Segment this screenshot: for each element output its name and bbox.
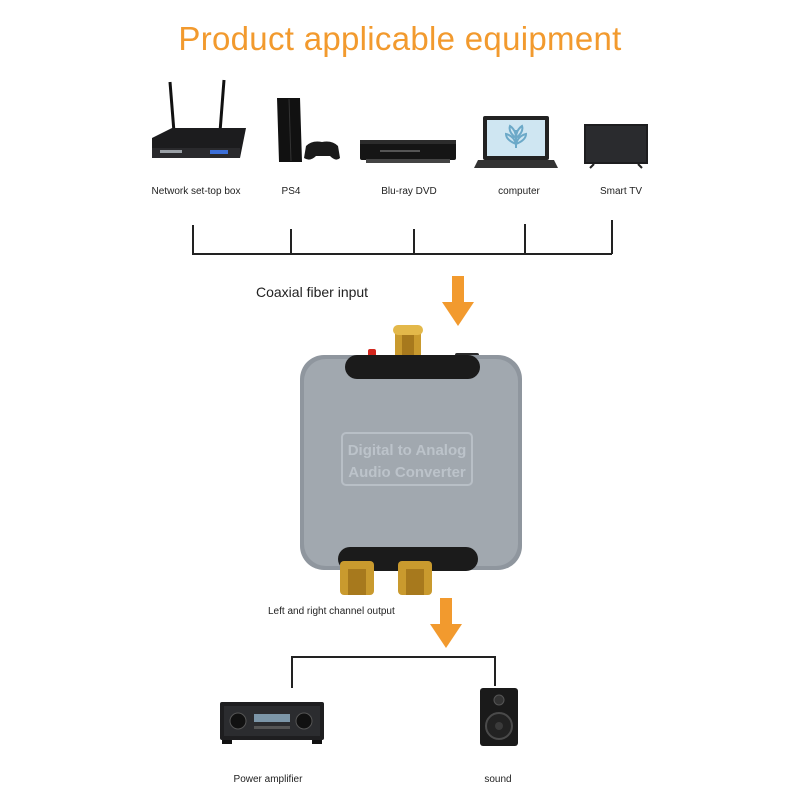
power-amplifier-icon	[220, 702, 324, 744]
input-label-smart-tv: Smart TV	[599, 186, 643, 197]
output-connector-line	[291, 656, 495, 658]
laptop-icon	[474, 116, 558, 168]
output-label-sound: sound	[484, 774, 512, 785]
input-connector-tick	[290, 229, 292, 254]
ps4-console-icon	[277, 98, 340, 162]
down-arrow-icon	[442, 276, 474, 326]
page-title: Product applicable equipment	[178, 20, 622, 57]
down-arrow-icon	[430, 598, 462, 648]
device-line2: Audio Converter	[348, 464, 466, 481]
bluray-player-icon	[360, 140, 456, 163]
speaker-icon	[480, 688, 518, 746]
output-connector-tick	[494, 656, 496, 686]
input-label-ps4: PS4	[281, 186, 301, 197]
output-devices	[220, 688, 518, 746]
input-label: Coaxial fiber input	[256, 284, 369, 300]
input-label-set-top-box: Network set-top box	[151, 186, 241, 197]
input-connector-tick	[611, 220, 613, 254]
input-connector-tick	[524, 224, 526, 254]
device-line1: Digital to Analog	[348, 442, 467, 459]
output-connector-tick	[291, 656, 293, 688]
input-label-computer: computer	[498, 186, 540, 197]
smart-tv-icon	[584, 124, 648, 169]
dac-converter-icon: Digital to Analog Audio Converter	[300, 325, 522, 595]
input-connector-line	[192, 253, 612, 255]
input-connector-tick	[192, 225, 194, 254]
set-top-box-icon	[152, 79, 246, 158]
output-label: Left and right channel output	[268, 606, 395, 617]
input-connector-tick	[413, 229, 415, 254]
input-devices	[152, 79, 648, 169]
output-label-power-amplifier: Power amplifier	[233, 774, 303, 785]
input-label-bluray: Blu-ray DVD	[381, 186, 437, 197]
